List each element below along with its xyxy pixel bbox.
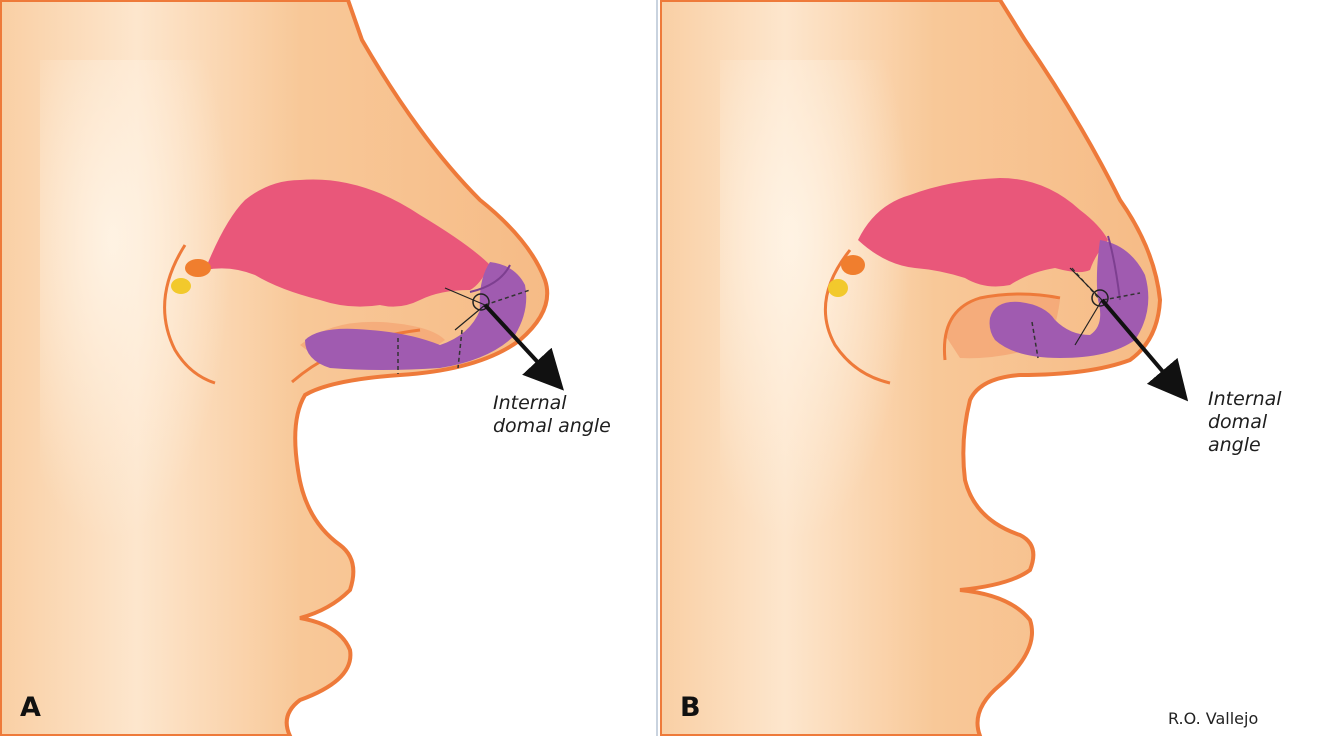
callout-line2: domal angle [493,415,611,438]
panel-divider [656,0,658,736]
panel-label: A [20,692,41,723]
accessory-cartilage-orange [185,259,211,277]
accessory-cartilage-yellow [828,279,848,297]
skin-highlight [40,60,280,660]
accessory-cartilage-orange [841,255,865,275]
callout-internal-domal-angle: Internal domal angle [1208,388,1319,457]
callout-line1: Internal [493,392,611,415]
skin-highlight [720,60,960,660]
artist-credit: R.O. Vallejo [1168,709,1258,728]
panel-a-illustration [0,0,654,736]
callout-internal-domal-angle: Internal domal angle [493,392,611,438]
panel-b-illustration [660,0,1319,736]
panel-b: Internal domal angle B R.O. Vallejo [660,0,1319,736]
callout-line2: domal angle [1208,411,1319,457]
accessory-cartilage-yellow [171,278,191,294]
panel-a: Internal domal angle A [0,0,654,736]
callout-line1: Internal [1208,388,1319,411]
panel-label: B [680,692,701,723]
